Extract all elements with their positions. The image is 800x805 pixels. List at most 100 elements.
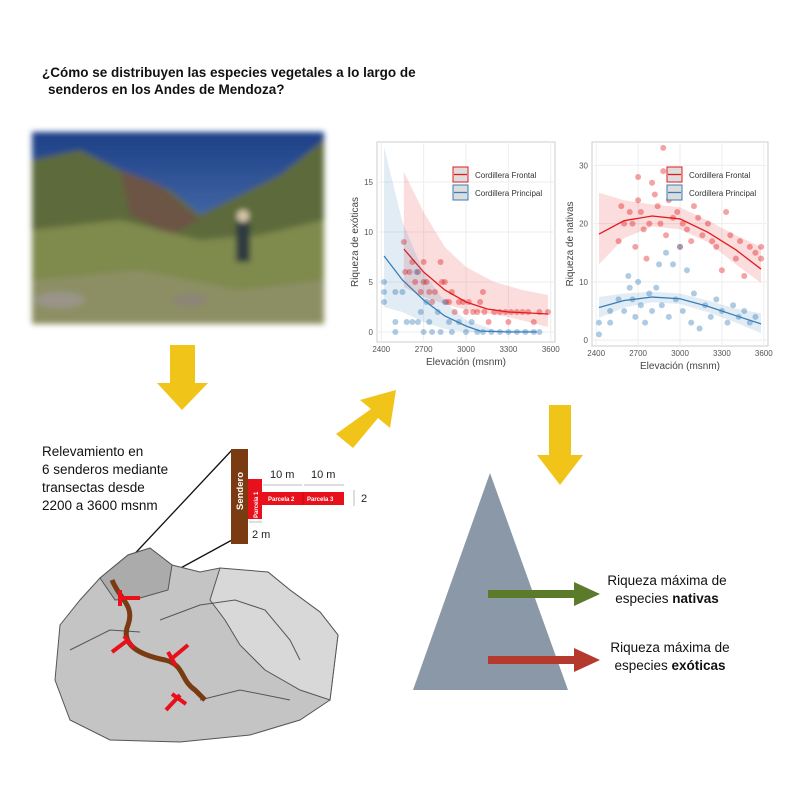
legend-label: Cordillera Principal	[689, 189, 756, 198]
y-tick-label: 0	[584, 336, 589, 345]
data-point	[437, 329, 444, 335]
data-point	[426, 319, 433, 325]
x-tick-label: 2400	[372, 345, 390, 354]
data-point	[679, 220, 686, 227]
y-tick-label: 10	[364, 228, 373, 237]
title-line-2: senderos en los Andes de Mendoza?	[48, 82, 285, 97]
data-point	[718, 267, 725, 274]
data-point	[683, 267, 690, 274]
data-point	[677, 243, 683, 250]
y-tick-label: 10	[579, 278, 588, 287]
data-point	[635, 278, 642, 285]
survey-line: 2200 a 3600 msnm	[42, 498, 158, 513]
data-point	[615, 238, 622, 245]
data-point	[463, 309, 469, 315]
data-point	[696, 325, 703, 332]
data-point	[399, 289, 406, 295]
data-point	[519, 309, 526, 315]
distance-label: 10 m	[311, 469, 335, 481]
data-point	[505, 319, 512, 325]
data-point	[400, 239, 407, 245]
data-point	[649, 179, 656, 186]
data-point	[607, 319, 614, 326]
exotic-max-line1: Riqueza máxima de	[610, 640, 729, 655]
data-point	[431, 289, 438, 295]
data-point	[530, 319, 537, 325]
data-point	[381, 299, 388, 305]
data-point	[451, 309, 458, 315]
data-point	[732, 255, 739, 262]
data-point	[437, 259, 444, 265]
x-axis-label: Elevación (msnm)	[426, 357, 506, 368]
data-point	[463, 329, 469, 335]
data-point	[672, 296, 679, 303]
data-point	[640, 226, 647, 233]
survey-line: transectas desde	[42, 480, 145, 495]
data-point	[637, 208, 644, 215]
data-point	[635, 173, 642, 180]
data-point	[741, 273, 748, 280]
data-point	[621, 308, 628, 315]
confidence-band	[598, 192, 762, 284]
data-point	[443, 299, 450, 305]
arrow-down-icon	[157, 345, 208, 410]
data-point	[595, 331, 602, 338]
x-tick-label: 3000	[457, 345, 475, 354]
data-point	[392, 289, 399, 295]
data-point	[413, 269, 420, 275]
fit-line	[403, 248, 548, 315]
data-point	[713, 243, 720, 250]
data-point	[632, 313, 639, 320]
data-point	[730, 302, 737, 309]
data-point	[646, 220, 653, 227]
data-point	[479, 329, 486, 335]
data-point	[477, 299, 484, 305]
width-label: 2 m	[252, 529, 270, 541]
data-point	[663, 249, 670, 256]
x-axis-label: Elevación (msnm)	[640, 361, 720, 372]
data-point	[441, 279, 448, 285]
native-max-line2: especies nativas	[615, 591, 719, 606]
data-point	[409, 319, 416, 325]
data-point	[434, 309, 441, 315]
data-point	[446, 299, 453, 305]
data-point	[607, 308, 614, 315]
x-tick-label: 3600	[542, 345, 560, 354]
y-axis-label: Riqueza de exóticas	[350, 197, 361, 287]
plot-2-label: Parcela 2	[268, 497, 295, 503]
data-point	[674, 208, 681, 215]
data-point	[460, 299, 467, 305]
x-tick-label: 2400	[587, 349, 605, 358]
data-point	[429, 329, 436, 335]
data-point	[412, 279, 419, 285]
x-tick-label: 3300	[713, 349, 731, 358]
mountain-illustration	[54, 547, 339, 743]
data-point	[651, 191, 658, 198]
data-point	[629, 220, 636, 227]
data-point	[525, 309, 532, 315]
data-point	[479, 289, 486, 295]
confidence-band	[598, 291, 762, 334]
trail-bar	[231, 449, 248, 544]
data-point	[402, 269, 409, 275]
data-point	[643, 255, 650, 262]
legend-label: Cordillera Frontal	[689, 171, 751, 180]
data-point	[646, 290, 653, 297]
y-tick-label: 0	[369, 328, 374, 337]
data-point	[665, 313, 672, 320]
data-point	[663, 232, 670, 239]
survey-description: Relevamiento en 6 senderos mediante tran…	[42, 444, 168, 513]
data-point	[660, 144, 667, 151]
native-max-line1: Riqueza máxima de	[607, 573, 726, 588]
fit-line	[598, 215, 762, 270]
fit-line	[383, 255, 537, 333]
data-point	[448, 329, 455, 335]
data-point	[679, 308, 686, 315]
data-point	[420, 329, 427, 335]
data-point	[481, 309, 488, 315]
x-tick-label: 3600	[755, 349, 773, 358]
y-tick-label: 30	[579, 161, 588, 170]
